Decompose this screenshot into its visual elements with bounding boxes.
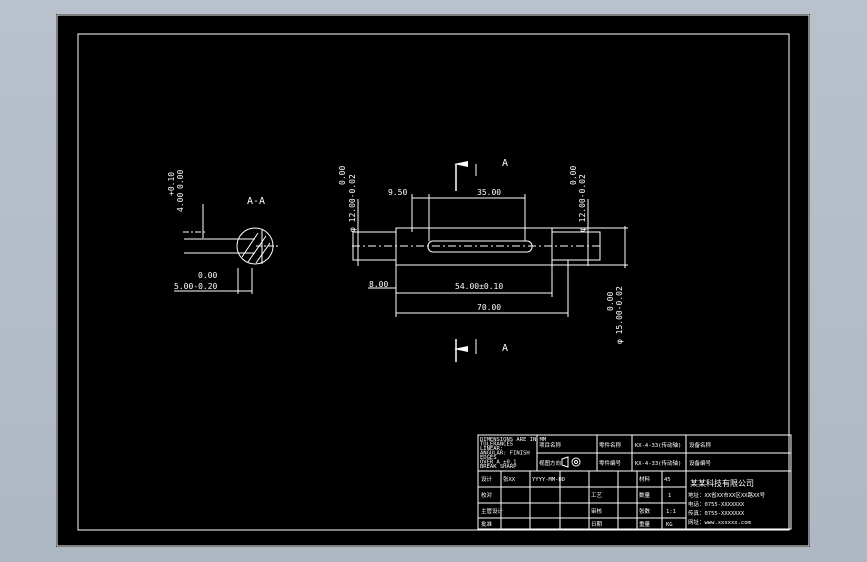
- date-label: 日期: [591, 521, 603, 528]
- dim-left-dia: φ 12.00-0.02: [348, 174, 357, 232]
- sheet-label: 张数: [639, 507, 651, 515]
- title-block-notes: DIMENSIONS ARE IN MM TOLERANCES LINEAR: …: [480, 437, 547, 470]
- dim-depth: 4.00: [176, 193, 185, 212]
- design-label: 设计: [481, 475, 493, 483]
- dim-right-dia: φ 12.00-0.02: [578, 174, 587, 232]
- company-web: 网址：www.xxxxxx.com: [688, 518, 752, 526]
- drawing-no-label: 零件编号: [599, 459, 622, 467]
- company-fax: 传真：0755-XXXXXXX: [688, 509, 745, 517]
- dim-right-dia-tol: 0.00: [569, 166, 578, 185]
- dim-left-dia-tol: 0.00: [338, 166, 347, 185]
- section-title: A-A: [247, 196, 265, 207]
- projection-label: 视图方向: [539, 459, 561, 467]
- dim-width-tol: 0.00: [198, 271, 217, 280]
- qty-label: 数量: [639, 491, 651, 499]
- title-block: [477, 434, 792, 530]
- dim-total: 70.00: [477, 303, 501, 312]
- dim-depth-tol-upper: +0.10: [167, 172, 176, 196]
- company-name: 某某科技有限公司: [690, 478, 754, 488]
- scale-value: 1: [668, 493, 671, 499]
- main-view-shaft: [352, 164, 628, 362]
- part-name-label: 零件名称: [599, 441, 622, 449]
- title-block-frame: [477, 434, 792, 530]
- weight-label: 重量: [639, 520, 651, 528]
- chief-label: 主管设计: [481, 507, 504, 515]
- note-line-3: LINEAR:: [480, 446, 503, 452]
- dim-key-offset: 9.50: [388, 188, 407, 197]
- dim-left-shoulder: 8.00: [369, 280, 388, 289]
- hatch-2: [247, 235, 267, 263]
- design-name: 张XX: [503, 475, 516, 483]
- part-name-value: KX-4-33(传动轴): [635, 441, 681, 449]
- design-date: YYYY-MM-DD: [532, 477, 565, 483]
- drawing-sheet: A-A 4.00 +0.10 0.00 0.00 5.00-0.20: [56, 14, 810, 547]
- weight-value: KG: [666, 522, 673, 528]
- keyway-slot: [427, 240, 533, 253]
- company-tel: 电话：0755-XXXXXXX: [688, 500, 745, 508]
- section-view-a-a: [174, 204, 280, 294]
- dim-width: 5.00-0.20: [174, 282, 218, 291]
- inner-frame: [77, 33, 790, 531]
- sheet-value: 1:1: [666, 509, 676, 515]
- project-name-label: 项目名称: [539, 441, 562, 449]
- cad-viewport[interactable]: A-A 4.00 +0.10 0.00 0.00 5.00-0.20: [56, 14, 810, 547]
- section-marker-top: A: [502, 158, 508, 169]
- check-label: 校对: [481, 491, 493, 499]
- hatch-3: [255, 242, 271, 264]
- note-line-2: TOLERANCES: [480, 442, 513, 448]
- note-line-6: OVER A ±0.1: [480, 460, 516, 466]
- device-no-label: 设备编号: [689, 459, 712, 467]
- approve-label: 批准: [481, 520, 493, 528]
- cut-arrow-top: [454, 161, 468, 167]
- material-value: 45: [664, 477, 671, 483]
- dim-key-length: 35.00: [477, 188, 501, 197]
- note-line-4: ANGULAR: FINISH: [480, 451, 530, 457]
- device-name-label: 设备名称: [689, 441, 712, 449]
- dim-main-dia-tol: 0.00: [606, 292, 615, 311]
- section-marker-bottom: A: [502, 343, 508, 354]
- hatch-1: [241, 232, 259, 258]
- process-label: 工艺: [591, 492, 603, 499]
- note-line-1: DIMENSIONS ARE IN MM: [480, 437, 547, 443]
- dim-main-dia: φ 15.00-0.02: [615, 286, 624, 344]
- outer-frame: [56, 14, 810, 547]
- note-line-5: EDGES: [480, 455, 497, 461]
- company-address: 地址：XX省XX市XX区XX路XX号: [688, 491, 766, 499]
- dim-middle: 54.00±0.10: [455, 282, 503, 291]
- cut-arrow-bottom: [454, 346, 468, 352]
- shaft-right-step: [551, 231, 601, 261]
- review-label: 审核: [591, 507, 603, 515]
- note-line-7: BREAK SHARP: [480, 464, 517, 470]
- material-label: 材料: [639, 475, 651, 483]
- drawing-no-value: KX-4-33(传动轴): [635, 459, 681, 467]
- section-circle: [236, 227, 274, 265]
- dim-depth-tol-lower: 0.00: [176, 170, 185, 189]
